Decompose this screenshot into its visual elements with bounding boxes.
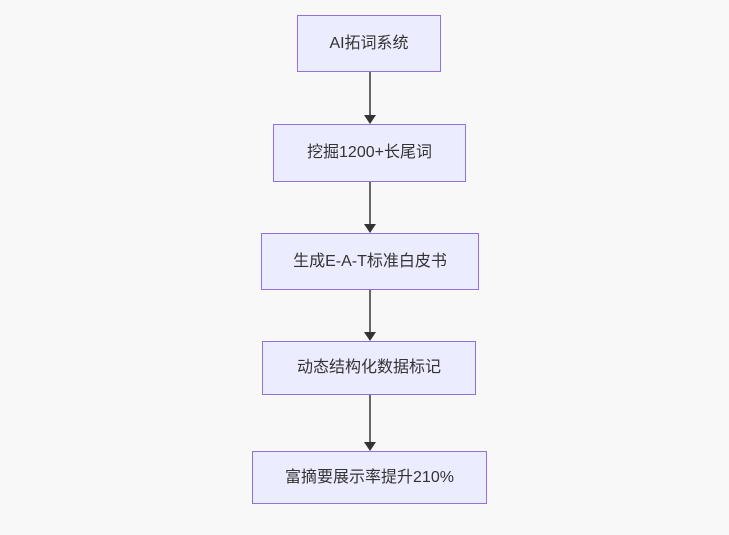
flow-node-label: 富摘要展示率提升210% — [285, 468, 454, 486]
flow-node-label: AI拓词系统 — [329, 34, 409, 52]
arrowhead-down-icon — [364, 332, 376, 341]
flow-node-n5: 富摘要展示率提升210% — [252, 451, 487, 504]
flow-node-n1: AI拓词系统 — [297, 15, 441, 72]
flow-edge-n2-n3 — [369, 182, 371, 225]
flow-edge-n1-n2 — [369, 72, 371, 116]
flow-node-n3: 生成E-A-T标准白皮书 — [261, 233, 479, 290]
flow-node-n4: 动态结构化数据标记 — [262, 341, 476, 395]
flow-node-label: 挖掘1200+长尾词 — [307, 144, 432, 162]
arrowhead-down-icon — [364, 224, 376, 233]
flow-node-label: 动态结构化数据标记 — [296, 359, 441, 377]
flow-edge-n3-n4 — [369, 290, 371, 333]
arrowhead-down-icon — [364, 115, 376, 124]
flow-edge-n4-n5 — [369, 395, 371, 443]
flow-node-n2: 挖掘1200+长尾词 — [273, 124, 466, 182]
flow-node-label: 生成E-A-T标准白皮书 — [293, 252, 447, 270]
arrowhead-down-icon — [364, 442, 376, 451]
